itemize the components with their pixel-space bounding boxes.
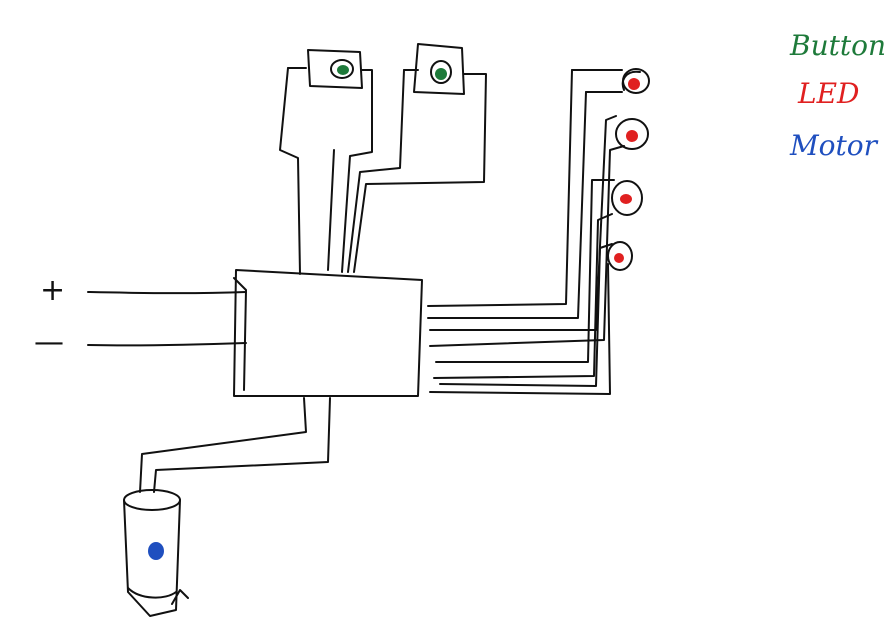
led-1-dot [628, 78, 640, 90]
plus-wire [87, 291, 247, 295]
motor [123, 397, 331, 617]
led-4 [429, 241, 633, 395]
minus-wire [87, 342, 247, 347]
led-2-dot [626, 130, 638, 142]
led-1 [427, 68, 650, 319]
minus-terminal-label: — [34, 325, 64, 360]
legend-motor-label: Motor [789, 129, 879, 162]
led-3 [433, 179, 643, 379]
led-3-dot [620, 194, 632, 204]
plus-terminal-label: + [40, 273, 65, 308]
legend-led-label: LED [797, 77, 859, 110]
power-terminals: + — [34, 273, 247, 360]
motor-dot [148, 542, 164, 560]
button-2 [347, 43, 487, 273]
led-2 [429, 115, 649, 347]
legend: Button LED Motor [789, 29, 886, 162]
led-4-dot [614, 253, 624, 263]
controller-box [233, 269, 423, 397]
legend-button-label: Button [789, 29, 886, 62]
button-1 [279, 49, 373, 275]
button-2-indicator [435, 68, 447, 80]
button-1-indicator [337, 65, 349, 75]
